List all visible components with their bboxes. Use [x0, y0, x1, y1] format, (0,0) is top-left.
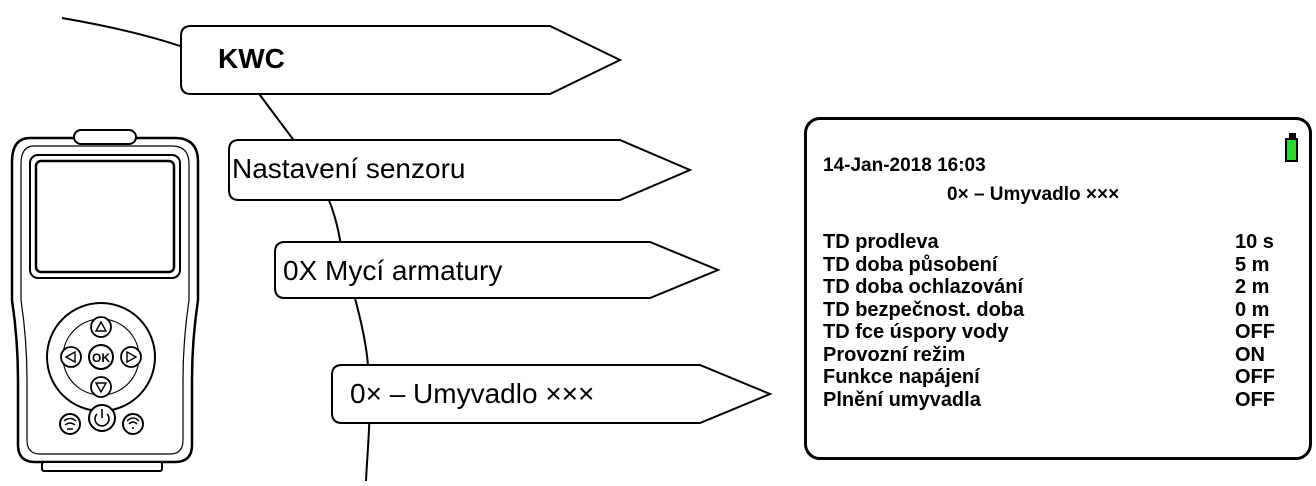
settings-list: TD prodleva 10 s TD doba působení 5 m TD d…	[823, 231, 1299, 411]
ok-button-label: OK	[92, 351, 110, 365]
up-button	[90, 316, 112, 338]
menu-tag-kwc	[180, 25, 623, 95]
wireless-icon	[126, 417, 140, 429]
settings-row: TD prodleva 10 s	[823, 231, 1299, 254]
settings-row: Provozní režim ON	[823, 344, 1299, 367]
menu-tag-label-kwc: KWC	[218, 43, 285, 74]
menu-tag-label-umyvadlo: 0× – Umyvadlo ×××	[350, 378, 595, 409]
left-button	[60, 346, 82, 368]
power-icon	[94, 409, 110, 427]
setting-label: TD doba působení	[823, 253, 998, 276]
handheld-device: OK	[10, 129, 200, 472]
settings-row: Plnění umyvadla OFF	[823, 389, 1299, 412]
setting-value: 5 m	[1235, 253, 1270, 276]
down-arrow-icon	[94, 382, 108, 394]
setting-label: Plnění umyvadla	[823, 388, 981, 411]
setting-value: OFF	[1235, 366, 1275, 388]
menu-tag-label-nastaveni: Nastavení senzoru	[232, 153, 466, 184]
device-top-tab	[73, 129, 137, 145]
setting-label: Provozní režim	[823, 343, 966, 366]
sensor-icon	[63, 417, 77, 430]
device-inner-outline	[20, 145, 190, 455]
device-screen-zoom: 14-Jan-2018 16:03 0× – Umyvadlo ××× TD p…	[804, 117, 1312, 460]
settings-row: TD bezpečnost. doba 0 m	[823, 299, 1299, 322]
wireless-button	[122, 413, 144, 435]
screen-title: 0× – Umyvadlo ×××	[947, 184, 1120, 205]
ok-button	[88, 344, 114, 370]
setting-label: TD bezpečnost. doba	[823, 298, 1025, 321]
up-arrow-icon	[94, 320, 108, 332]
settings-row: TD doba ochlazování 2 m	[823, 276, 1299, 299]
settings-row: TD fce úspory vody OFF	[823, 321, 1299, 344]
setting-label: TD fce úspory vody	[823, 321, 1009, 343]
setting-value: ON	[1235, 343, 1265, 366]
down-button	[90, 376, 112, 398]
setting-value: 10 s	[1235, 231, 1274, 253]
setting-value: 2 m	[1235, 276, 1270, 298]
settings-row: Funkce napájení OFF	[823, 366, 1299, 389]
setting-label: TD prodleva	[823, 231, 939, 253]
setting-value: OFF	[1235, 388, 1275, 411]
menu-tag-label-armatury: 0X Mycí armatury	[283, 255, 503, 286]
device-screen	[34, 159, 176, 274]
left-arrow-icon	[64, 350, 76, 364]
right-button	[120, 346, 142, 368]
menu-tag-nastaveni	[228, 139, 693, 201]
menu-tag-umyvadlo	[331, 364, 773, 424]
setting-label: TD doba ochlazování	[823, 276, 1024, 298]
setting-label: Funkce napájení	[823, 366, 980, 388]
menu-tag-armatury	[274, 241, 721, 299]
screen-datetime: 14-Jan-2018 16:03	[823, 155, 986, 176]
battery-icon	[1285, 138, 1298, 162]
setting-value: 0 m	[1235, 298, 1270, 321]
right-arrow-icon	[126, 350, 138, 364]
battery-cap	[1289, 133, 1296, 138]
setting-value: OFF	[1235, 321, 1275, 343]
device-bottom-tab	[41, 461, 163, 472]
sensor-button	[59, 413, 81, 435]
settings-row: TD doba působení 5 m	[823, 254, 1299, 277]
